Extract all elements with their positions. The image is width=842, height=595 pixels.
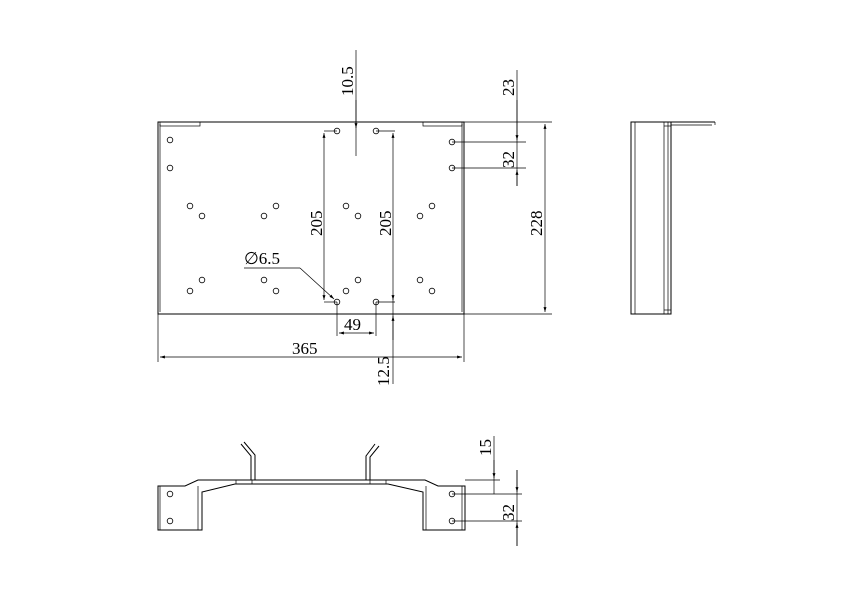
dim-small-spacing-label: 49 — [344, 315, 361, 334]
dim-lower-top-offset-label: 15 — [476, 439, 495, 456]
dim-hole-spacing-left-label: 205 — [307, 211, 326, 237]
dim-hole-spacing-right-label: 205 — [376, 211, 395, 237]
dim-overall-height: 228 — [464, 124, 552, 315]
top-left-tab — [159, 121, 201, 127]
dim-right-offsets: 23 32 — [452, 70, 552, 186]
dim-overall-width-label: 365 — [292, 339, 318, 358]
front-view — [157, 121, 465, 315]
dim-right-hole-pitch-label: 32 — [499, 151, 518, 168]
dim-right-top-offset-label: 23 — [499, 79, 518, 96]
top-right-tab — [422, 121, 463, 127]
dim-bottom-offset: 12.5 — [374, 296, 395, 386]
bottom-view — [157, 441, 466, 531]
dim-overall-width: 365 — [157, 314, 465, 362]
dim-lower-hole-pitch-label: 32 — [499, 504, 518, 521]
dim-hole-spacing-left: 205 — [307, 130, 337, 303]
dim-hole-diameter: ∅6.5 — [244, 249, 335, 300]
dim-hole-diameter-label: ∅6.5 — [244, 249, 280, 268]
dim-small-spacing: 49 — [336, 302, 377, 336]
dim-bottom-offset-label: 12.5 — [374, 356, 393, 386]
dim-overall-height-label: 228 — [527, 211, 546, 237]
dim-lower-offsets: 15 32 — [452, 436, 522, 546]
side-view — [630, 121, 716, 315]
dim-hole-spacing-right: 205 — [376, 130, 395, 303]
dim-top-offset: 10.5 — [338, 50, 358, 156]
plate-outline — [157, 121, 465, 315]
mounting-holes — [166, 127, 456, 306]
dim-top-offset-label: 10.5 — [338, 66, 357, 96]
